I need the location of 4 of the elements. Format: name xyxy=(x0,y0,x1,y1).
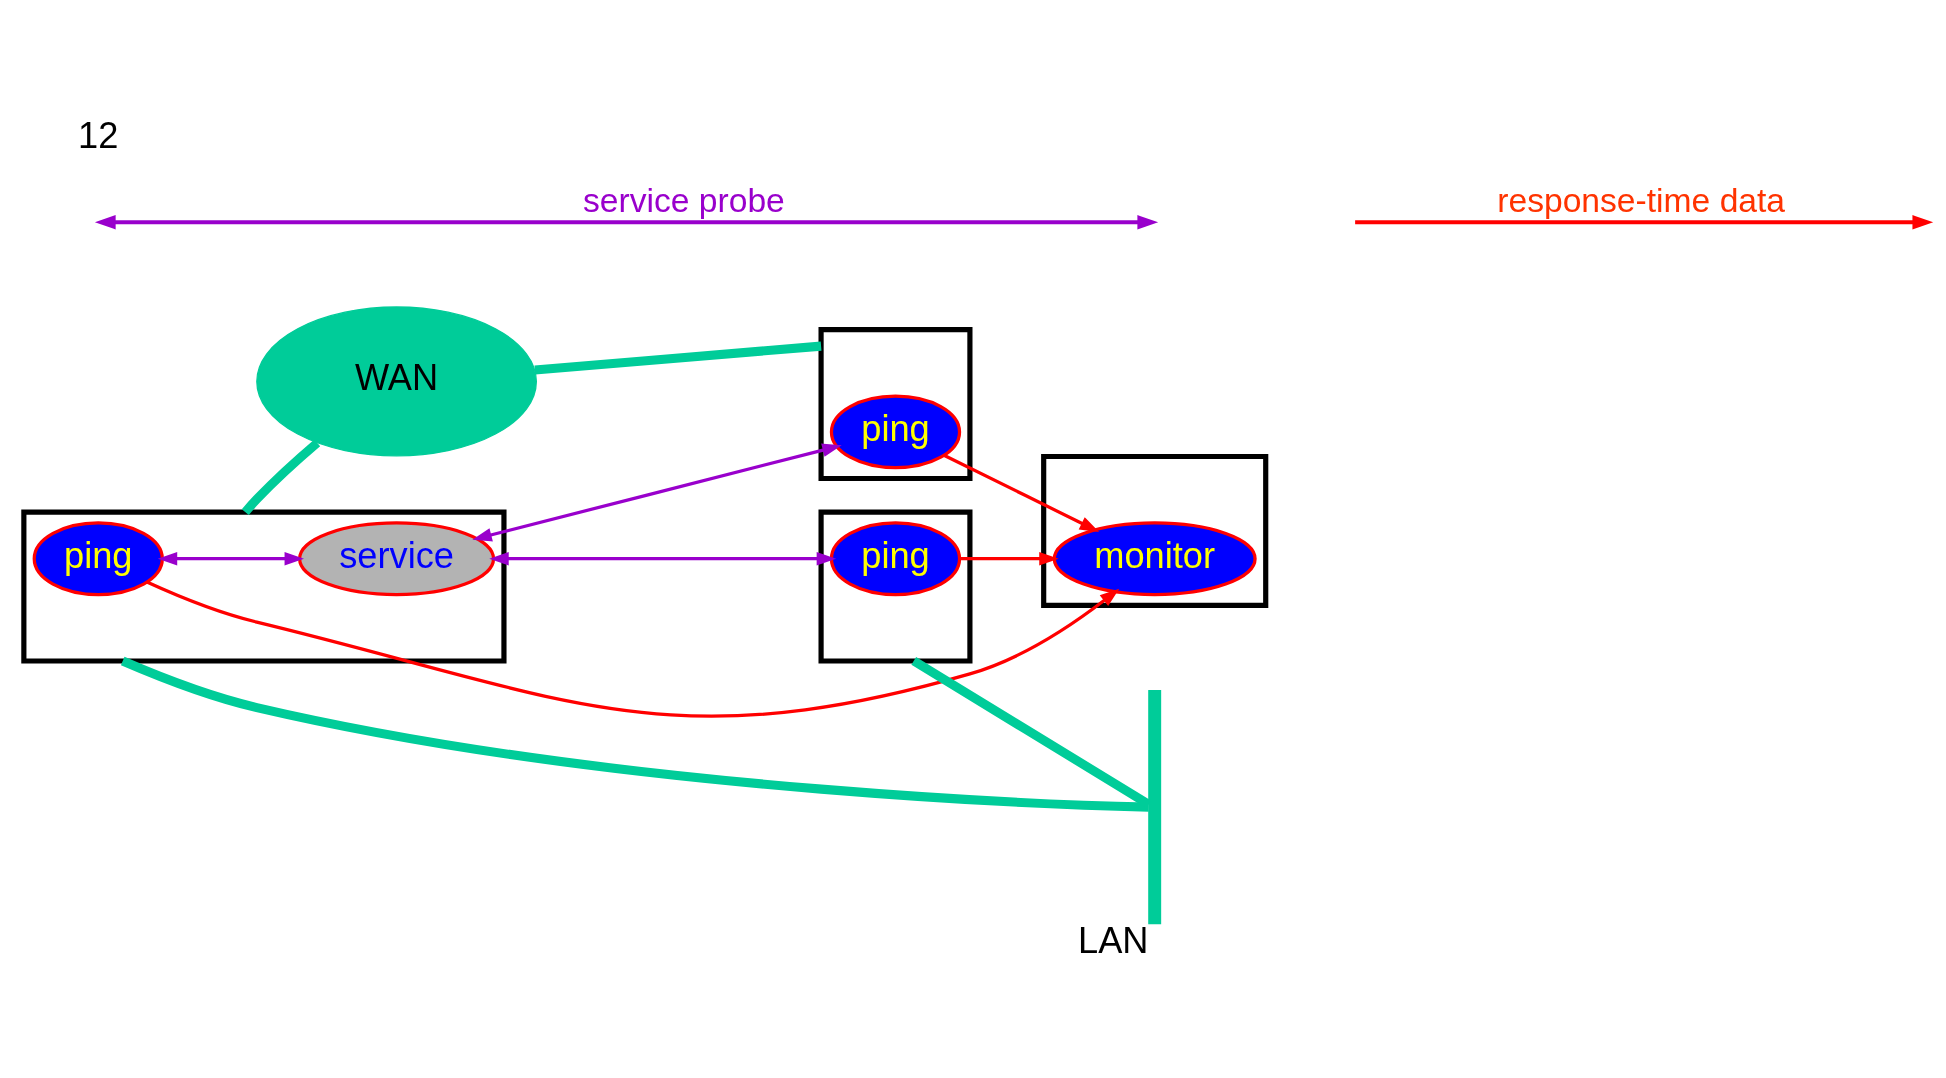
legend-label: service probe xyxy=(582,181,785,219)
label: 12 xyxy=(78,115,119,157)
legend-label: response-time data xyxy=(1497,181,1786,219)
node-label: LAN xyxy=(1078,919,1149,961)
